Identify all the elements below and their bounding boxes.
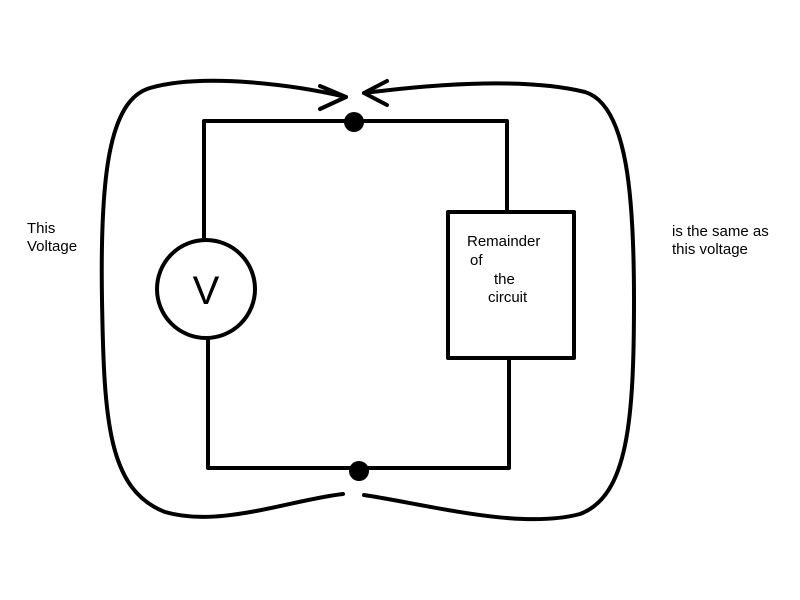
arrowhead-right [362,79,389,107]
voltage-source-circle [155,238,257,340]
outer-loop-left [99,78,348,519]
load-box [446,210,576,360]
arrowhead-left [318,84,348,111]
voltage-source-symbol: V [193,269,220,313]
load-label-line-2: of [470,252,483,269]
right-label-line-1: is the same as [672,223,769,240]
wire-top [202,119,509,242]
load-label-line-1: Remainder [467,233,540,250]
node-top [344,112,364,132]
node-bottom [349,461,369,481]
load-label-line-4: circuit [488,289,528,306]
left-label-line-2: Voltage [27,238,78,255]
load-label-line-3: the [494,271,515,288]
right-label-line-2: this voltage [672,241,748,258]
outer-loop-right [362,81,636,522]
left-label-line-1: This [27,220,56,237]
